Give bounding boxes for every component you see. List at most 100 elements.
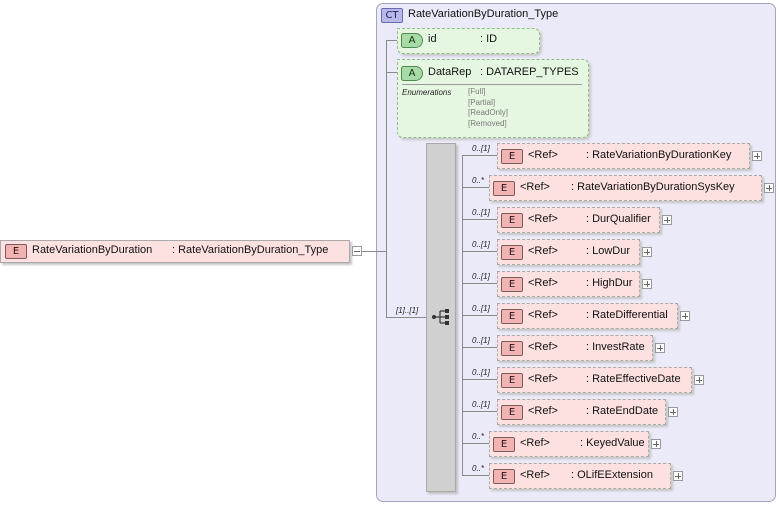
element-keyedvalue[interactable] [489,431,649,457]
connector [362,251,386,252]
element-ref-label: <Ref> [528,309,558,321]
element-ratevariationbydurationsyskey[interactable] [489,175,762,201]
expand-toggle[interactable] [651,439,661,449]
connector [462,443,489,444]
element-badge: E [493,181,515,196]
enumeration-value: [ReadOnly] [468,108,509,117]
enumerations-label: Enumerations [402,88,452,97]
element-ratevariationbydurationkey[interactable] [497,143,750,169]
element-investrate[interactable] [497,335,653,361]
element-name: : HighDur [586,277,633,289]
element-name: : KeyedValue [580,437,645,449]
element-badge: E [501,341,523,356]
connector [462,219,497,220]
element-name: : LowDur [586,245,631,257]
expand-toggle[interactable] [655,343,665,353]
element-ref-label: <Ref> [528,245,558,257]
element-rateenddate[interactable] [497,399,666,425]
enumeration-divider [402,84,582,85]
element-cardinality: 0..[1] [472,240,490,249]
element-cardinality: 0..[1] [472,368,490,377]
element-cardinality: 0..* [472,176,485,185]
expand-toggle[interactable] [642,247,652,257]
expand-toggle[interactable] [668,407,678,417]
sequence-cardinality: [1]..[1] [396,306,419,315]
element-name: : RateEffectiveDate [586,373,681,385]
element-name: : RateVariationByDurationSysKey [571,181,735,193]
attribute-id-badge: A [401,33,423,48]
connector [386,72,398,73]
element-cardinality: 0..[1] [472,144,490,153]
complex-type-name: RateVariationByDuration_Type [408,8,559,20]
connector [462,411,497,412]
sequence-icon [432,309,449,325]
expand-toggle[interactable] [752,151,762,161]
element-badge: E [501,149,523,164]
sequence-compositor[interactable] [426,143,456,492]
attribute-datarep[interactable] [397,59,589,138]
root-element[interactable] [0,240,350,263]
element-badge: E [501,405,523,420]
element-name: : DurQualifier [586,213,651,225]
element-ref-label: <Ref> [528,149,558,161]
element-name: : RateDifferential [586,309,668,321]
connector [462,283,497,284]
element-ref-label: <Ref> [520,469,550,481]
element-ref-label: <Ref> [520,181,550,193]
connector [462,347,497,348]
connector [462,315,497,316]
expand-toggle[interactable] [642,279,652,289]
attribute-id-type: : ID [480,33,498,45]
element-badge: E [501,213,523,228]
element-ref-label: <Ref> [520,437,550,449]
element-durqualifier[interactable] [497,207,660,233]
element-badge: E [493,437,515,452]
expand-toggle[interactable] [680,311,690,321]
element-ratedifferential[interactable] [497,303,678,329]
complex-type-badge: CT [381,8,403,23]
element-olifeextension[interactable] [489,463,671,489]
element-badge: E [501,373,523,388]
connector [462,475,489,476]
root-element-type: : RateVariationByDuration_Type [172,244,329,256]
element-badge: E [501,277,523,292]
connector [462,251,497,252]
root-element-badge: E [5,244,27,259]
element-name: : RateVariationByDurationKey [586,149,732,161]
attribute-datarep-type: : DATAREP_TYPES [480,66,579,78]
element-cardinality: 0..[1] [472,336,490,345]
element-cardinality: 0..[1] [472,208,490,217]
expand-toggle[interactable] [764,183,774,193]
expand-toggle[interactable] [694,375,704,385]
connector [386,317,436,318]
element-cardinality: 0..[1] [472,304,490,313]
enumeration-value: [Full] [468,87,486,96]
element-cardinality: 0..* [472,432,485,441]
enumeration-value: [Removed] [468,118,507,128]
element-ref-label: <Ref> [528,213,558,225]
element-ref-label: <Ref> [528,373,558,385]
element-badge: E [493,469,515,484]
attribute-id-name: id [428,33,437,45]
connector [462,187,489,188]
element-name: : RateEndDate [586,405,659,417]
root-collapse-toggle[interactable] [352,246,362,256]
element-cardinality: 0..[1] [472,272,490,281]
element-cardinality: 0..* [472,464,485,473]
element-rateeffectivedate[interactable] [497,367,692,393]
element-badge: E [501,245,523,260]
expand-toggle[interactable] [673,471,683,481]
connector [462,379,497,380]
element-ref-label: <Ref> [528,405,558,417]
connector [386,40,398,41]
root-element-name: RateVariationByDuration [32,244,153,256]
element-name: : InvestRate [586,341,645,353]
connector [462,155,497,156]
element-ref-label: <Ref> [528,341,558,353]
element-cardinality: 0..[1] [472,400,490,409]
element-name: : OLifEExtension [571,469,653,481]
element-ref-label: <Ref> [528,277,558,289]
expand-toggle[interactable] [662,215,672,225]
element-badge: E [501,309,523,324]
enumeration-value: [Partial] [468,97,496,107]
